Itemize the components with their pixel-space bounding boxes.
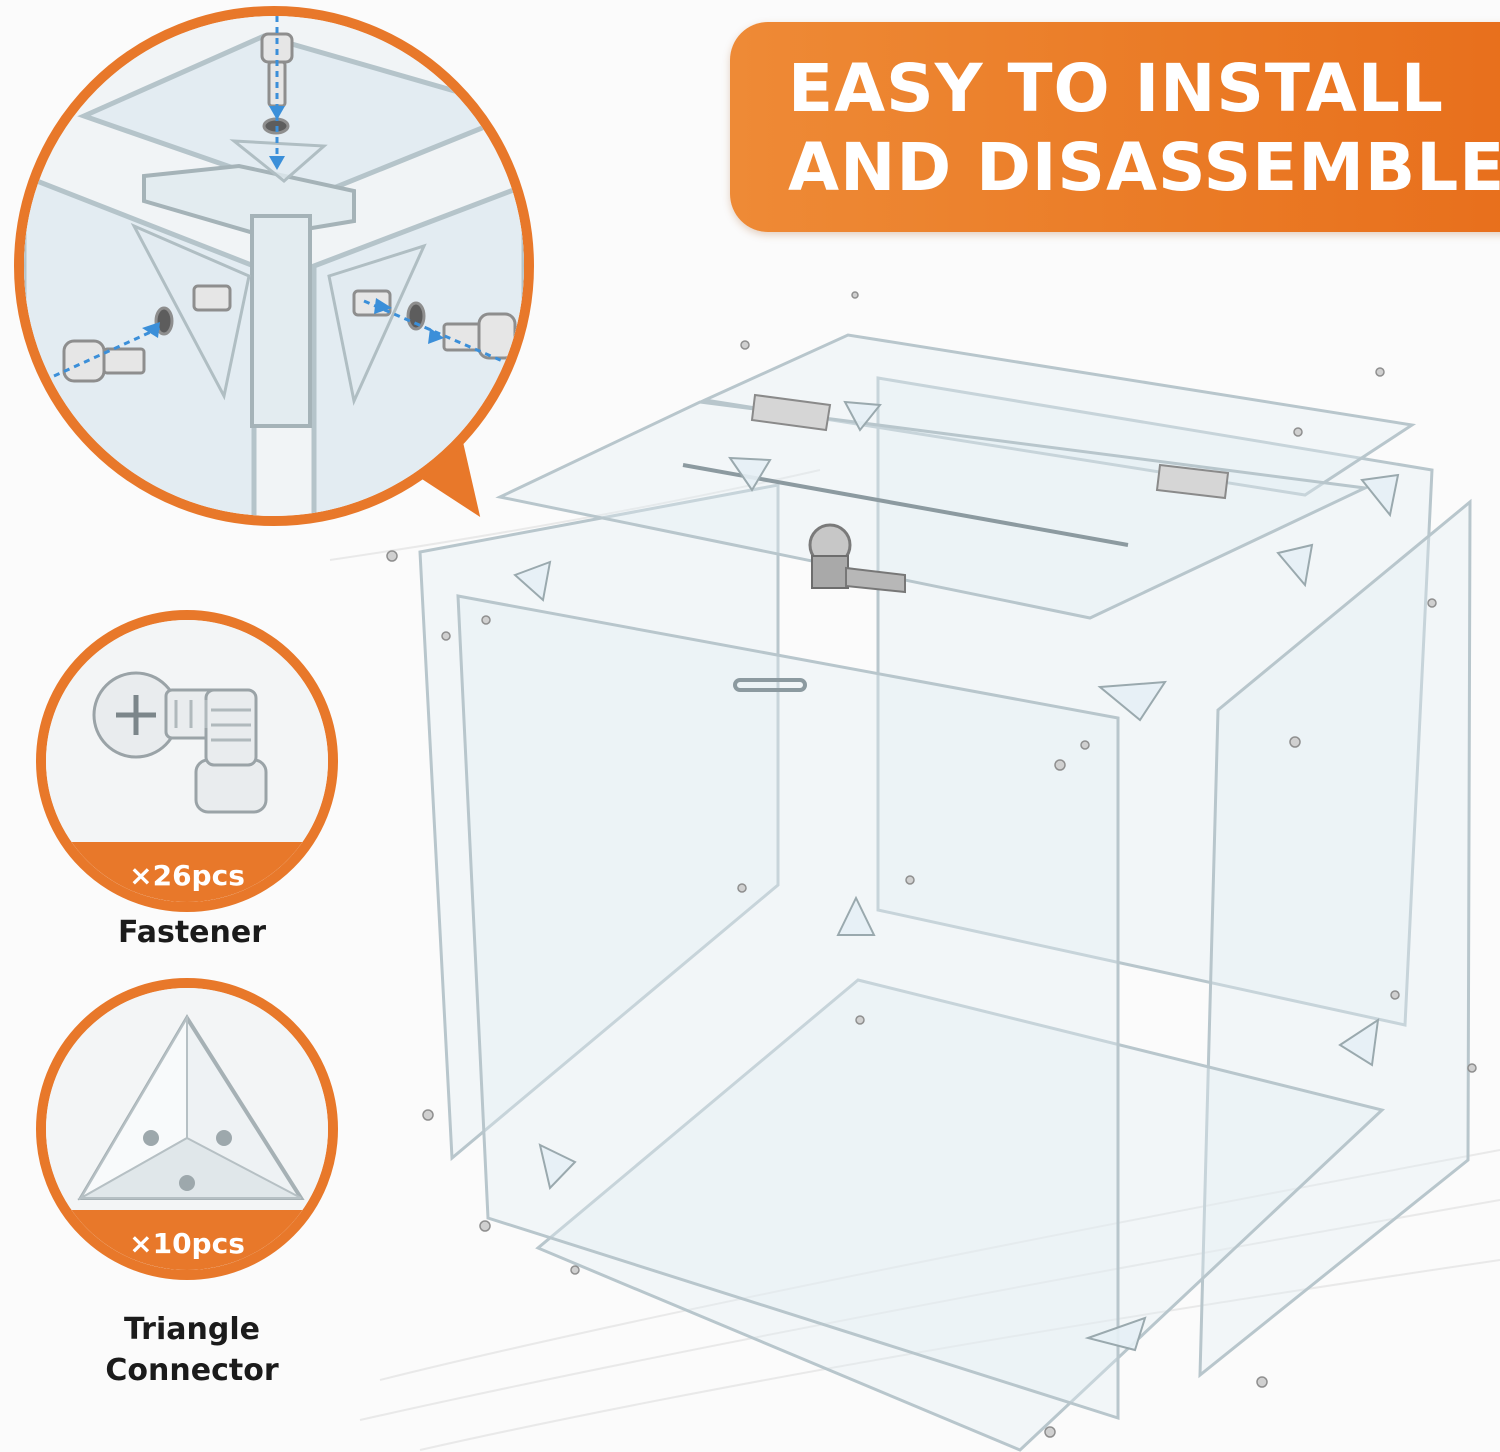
fastener-quantity: ×26pcs (129, 859, 245, 892)
corner-assembly-icon (24, 16, 524, 516)
fastener-circle: ×26pcs (36, 610, 338, 912)
connector-quantity: ×10pcs (129, 1227, 245, 1260)
headline-line-1: EASY TO INSTALL (788, 50, 1444, 127)
fastener-quantity-band (46, 842, 328, 902)
connector-label-line-1: Triangle (124, 1312, 260, 1347)
connector-label: Triangle Connector (42, 1310, 342, 1391)
fastener-label: Fastener (117, 915, 267, 950)
connector-circle: ×10pcs (36, 978, 338, 1280)
connector-label-line-2: Connector (105, 1352, 279, 1388)
headline-banner: EASY TO INSTALL AND DISASSEMBLE (730, 22, 1500, 232)
headline-line-2: AND DISASSEMBLE (788, 129, 1500, 206)
corner-assembly-zoom (14, 6, 534, 526)
lock-icon (808, 523, 906, 594)
connector-quantity-band (46, 1210, 328, 1270)
